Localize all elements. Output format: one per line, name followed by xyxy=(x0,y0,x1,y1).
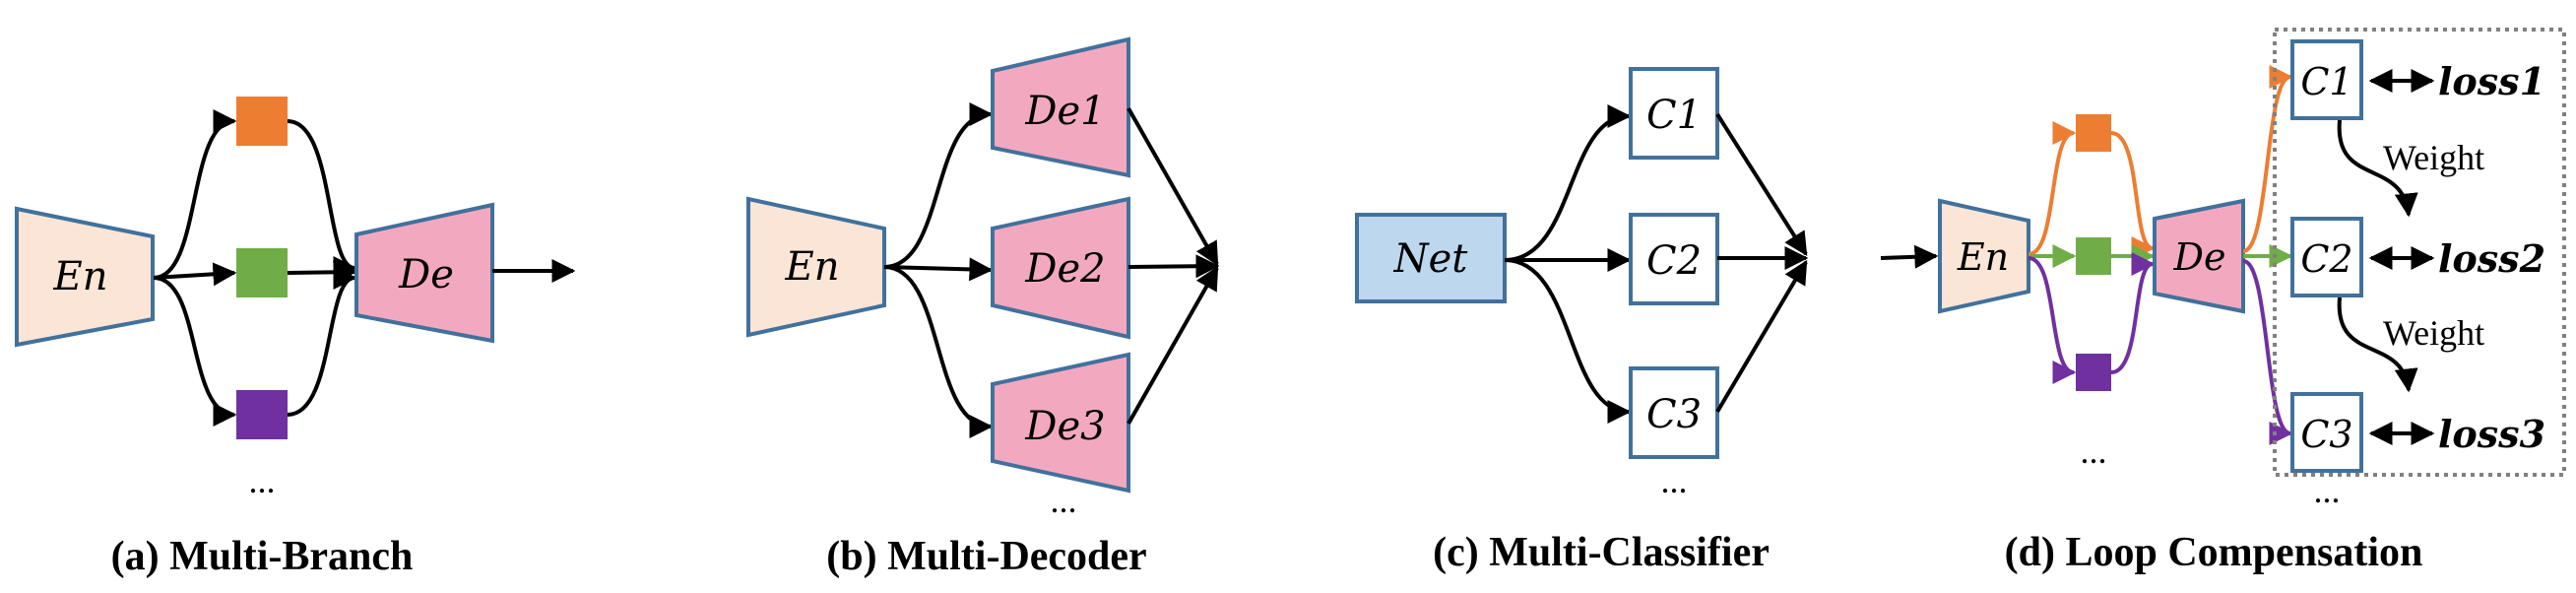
panel-b-decoder-2-label: De2 xyxy=(1024,246,1105,292)
panel-a-caption: (a) Multi-Branch xyxy=(111,534,414,579)
panel-d-loop-compensation: En De C1 C2 C3 loss1 loss2 loss3 Weight … xyxy=(1880,28,2566,575)
panel-c-arrow-to-c1 xyxy=(1504,104,1632,262)
panel-a-arrow-purple-to-decoder xyxy=(287,266,357,417)
panel-b-decoder-1 xyxy=(991,36,1130,178)
panel-b-caption: (b) Multi-Decoder xyxy=(826,534,1146,579)
panel-d-classifier-1 xyxy=(2290,39,2363,120)
panel-b-arrow-de3-out xyxy=(1127,265,1219,425)
panel-a-encoder xyxy=(15,206,155,348)
panel-d-classifier-3-label: C3 xyxy=(2300,413,2352,456)
panel-d-purple-square xyxy=(2076,354,2111,391)
panel-a-arrow-to-orange xyxy=(153,109,237,280)
panel-d-decoder-label: De xyxy=(2173,235,2226,279)
panel-b-multi-decoder: En De1 De2 De3 ... (b) Multi-Decoder xyxy=(746,36,1220,579)
panel-d-loss-1: loss1 xyxy=(2438,59,2545,103)
panel-d-dotted-frame xyxy=(2273,28,2566,477)
panel-c-classifier-2-label: C2 xyxy=(1646,238,1702,284)
panel-b-arrow-de2-out xyxy=(1127,254,1220,279)
panel-d-caption: (d) Loop Compensation xyxy=(2005,530,2423,575)
panel-d-purple-to-decoder xyxy=(2110,252,2156,374)
panel-c-caption: (c) Multi-Classifier xyxy=(1433,530,1770,575)
panel-a-arrow-to-purple xyxy=(153,276,237,427)
panel-b-decoder-1-label: De1 xyxy=(1024,89,1105,134)
panel-b-encoder xyxy=(746,196,886,338)
panel-b-arrow-to-de3 xyxy=(883,265,994,438)
panel-d-encoder-label: En xyxy=(1957,235,2009,279)
panel-d-weight-label-2: Weight xyxy=(2383,313,2484,353)
panel-a-multi-branch: En De ... (a) Multi-Branch xyxy=(15,97,576,579)
panel-b-decoder-3-label: De3 xyxy=(1024,404,1105,449)
panel-c-classifier-1 xyxy=(1629,67,1719,160)
panel-a-decoder xyxy=(354,202,494,344)
panel-d-ellipsis-left: ... xyxy=(2081,431,2107,471)
panel-b-arrow-to-de2 xyxy=(883,257,994,282)
panel-c-classifier-3 xyxy=(1629,366,1719,459)
panel-a-ellipsis: ... xyxy=(249,461,276,500)
panel-d-weight-arrow-2 xyxy=(2337,296,2418,393)
panel-d-classifier-2-label: C2 xyxy=(2300,237,2352,281)
panel-a-encoder-label: En xyxy=(53,254,108,299)
panel-d-orange-square xyxy=(2076,114,2111,152)
panel-c-net-label: Net xyxy=(1393,236,1469,282)
panel-c-classifier-3-label: C3 xyxy=(1646,392,1702,437)
panel-c-net-box xyxy=(1355,213,1507,303)
panel-d-loss-3: loss3 xyxy=(2438,412,2545,456)
panel-a-arrow-orange-to-decoder xyxy=(287,119,357,280)
panel-c-arrow-to-c3 xyxy=(1504,258,1632,424)
panel-a-green-square xyxy=(236,248,288,297)
panel-d-loss-2: loss2 xyxy=(2438,236,2545,281)
panel-b-encoder-label: En xyxy=(785,244,840,290)
panel-b-arrow-de1-out xyxy=(1127,107,1219,267)
panel-c-arrow-c3-out xyxy=(1715,259,1808,414)
panel-d-green-square xyxy=(2076,237,2111,275)
panel-d-decoder xyxy=(2153,198,2245,314)
panel-c-arrow-c1-out xyxy=(1715,112,1808,257)
panel-d-ellipsis-right: ... xyxy=(2314,471,2341,510)
panel-b-ellipsis: ... xyxy=(1051,481,1077,520)
panel-d-input-arrow xyxy=(1880,244,1939,269)
panel-d-classifier-3 xyxy=(2290,392,2363,473)
panel-c-multi-classifier: Net C1 C2 C3 ... (c) Multi-Classifier xyxy=(1355,67,1809,575)
panel-d-encoder xyxy=(1938,198,2030,314)
panel-a-arrow-green-to-decoder xyxy=(287,260,357,285)
panel-d-weight-arrow-1 xyxy=(2337,119,2418,218)
panel-d-classifier-2 xyxy=(2290,217,2363,297)
panel-d-classifier-1-label: C1 xyxy=(2300,60,2352,103)
panel-a-arrow-to-green xyxy=(153,262,237,287)
panel-d-orange-to-decoder xyxy=(2110,131,2156,260)
panel-a-purple-square xyxy=(236,390,288,439)
panel-d-orange-to-square xyxy=(2028,121,2077,256)
panel-d-weight-label-1: Weight xyxy=(2383,138,2484,177)
panel-c-classifier-2 xyxy=(1629,213,1719,305)
panel-d-purple-to-c3 xyxy=(2242,259,2293,445)
panel-b-decoder-3 xyxy=(991,352,1130,494)
panel-a-decoder-label: De xyxy=(398,252,454,297)
panel-d-orange-to-c1 xyxy=(2242,65,2293,253)
panel-d-purple-to-square xyxy=(2028,256,2077,384)
panel-b-arrow-to-de1 xyxy=(883,102,994,269)
panel-c-ellipsis: ... xyxy=(1661,461,1688,500)
panel-b-decoder-2 xyxy=(991,196,1130,340)
panel-c-classifier-1-label: C1 xyxy=(1646,93,1702,138)
panel-a-orange-square xyxy=(236,97,288,146)
